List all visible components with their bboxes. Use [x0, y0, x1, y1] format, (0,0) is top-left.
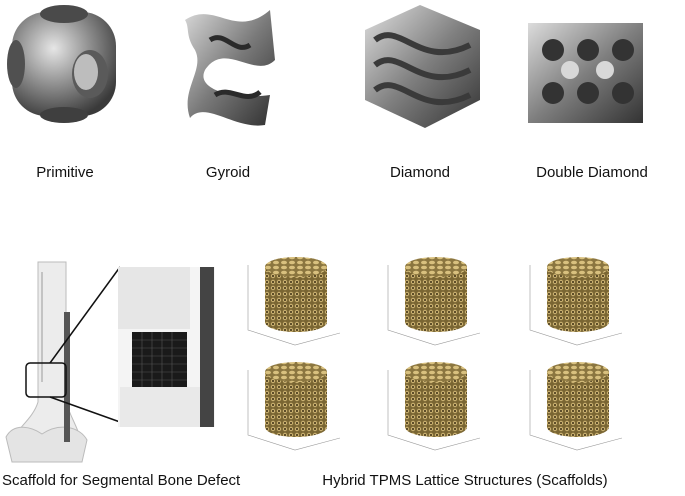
gyroid-label: Gyroid [205, 164, 251, 181]
diamond-label: Diamond [389, 164, 451, 181]
gyroid-unit-cell [185, 10, 275, 126]
primitive-unit-cell [7, 5, 116, 123]
hybrid-caption: Hybrid TPMS Lattice Structures (Scaffold… [322, 472, 608, 489]
primitive-label: Primitive [36, 164, 94, 181]
bone-scaffold-diagram [5, 261, 215, 463]
hybrid-scaffold-grid [247, 257, 623, 451]
double-diamond-label: Double Diamond [536, 164, 648, 181]
double-diamond-unit-cell [528, 23, 643, 123]
diamond-unit-cell [365, 5, 480, 128]
bone-caption: Scaffold for Segmental Bone Defect [2, 472, 241, 489]
